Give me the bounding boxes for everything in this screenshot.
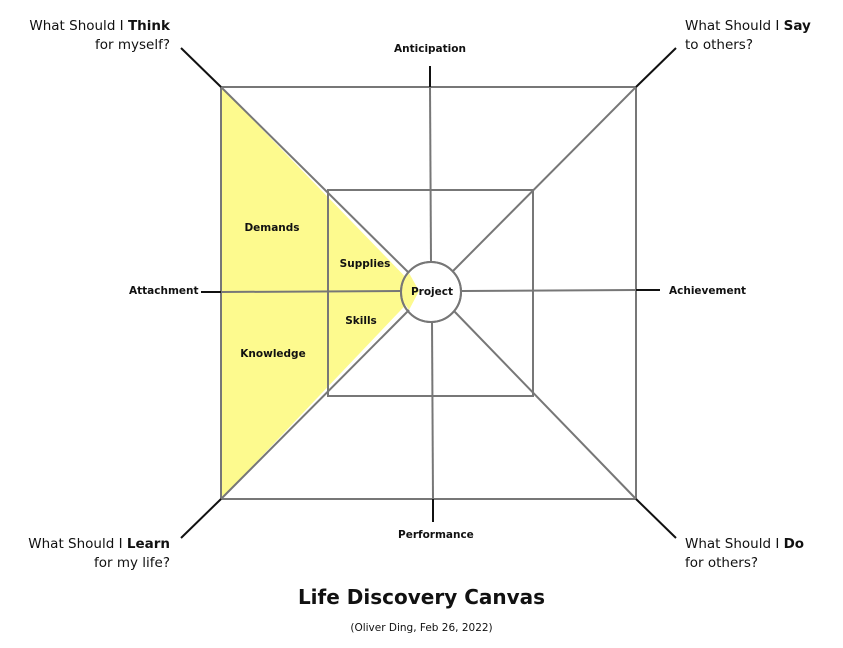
axis-label-performance: Performance <box>398 529 474 541</box>
axis-bottom-line <box>431 320 434 500</box>
corner-connector-top-right <box>635 47 677 88</box>
region-label-demands: Demands <box>244 222 300 234</box>
project-circle-outline <box>400 261 462 323</box>
axis-left-line <box>220 290 402 293</box>
region-label-skills: Skills <box>345 315 377 327</box>
highlight-triangle <box>221 87 419 499</box>
axis-top-line <box>429 86 432 263</box>
canvas-title: Life Discovery Canvas <box>297 585 546 609</box>
corner-label-learn: What Should I Learn for my life? <box>28 536 170 571</box>
region-label-knowledge: Knowledge <box>240 348 306 360</box>
corner-connector-top-left <box>180 47 222 88</box>
axis-label-anticipation: Anticipation <box>394 43 466 55</box>
diagonal-top-left <box>220 86 410 274</box>
diagonal-bottom-left <box>220 309 410 500</box>
axis-label-attachment: Attachment <box>129 285 199 297</box>
canvas-subtitle: (Oliver Ding, Feb 26, 2022) <box>350 622 493 634</box>
center-label-project: Project <box>410 286 454 298</box>
diagonal-top-right <box>452 86 637 272</box>
corner-label-think: What Should I Think for myself? <box>29 18 170 53</box>
corner-label-say: What Should I Say to others? <box>685 18 811 53</box>
axis-label-achievement: Achievement <box>669 285 747 297</box>
diagonal-bottom-right <box>453 310 637 500</box>
corner-label-do: What Should I Do for others? <box>685 536 805 571</box>
project-highlight-wedge <box>402 273 419 310</box>
corner-connector-bottom-right <box>635 498 677 539</box>
corner-connector-bottom-left <box>180 498 222 539</box>
region-label-supplies: Supplies <box>339 258 391 270</box>
axis-right-line <box>461 289 637 292</box>
